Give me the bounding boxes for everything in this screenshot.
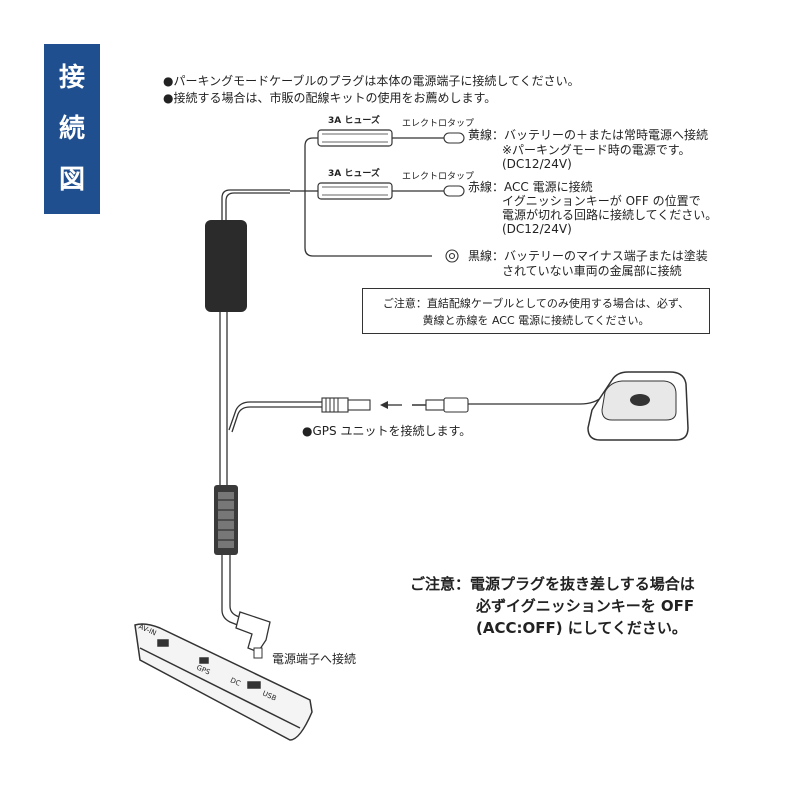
electro-tap-yellow bbox=[443, 132, 465, 144]
tap-label: エレクトロタップ bbox=[402, 119, 475, 129]
section-tab-char: 図 bbox=[58, 165, 85, 196]
red-wire-voltage: (DC12/24V) bbox=[502, 222, 572, 236]
dashcam-body bbox=[134, 623, 313, 741]
main-cable-top bbox=[221, 189, 290, 222]
gps-cable bbox=[228, 401, 322, 431]
gps-label: ●GPS ユニットを接続します。 bbox=[302, 424, 472, 438]
direct-wiring-note: ご注意：直結配線ケーブルとしてのみ使用する場合は、必ず、 黄線と赤線を ACC … bbox=[362, 288, 710, 334]
section-tab-char: 接 bbox=[58, 62, 85, 93]
yellow-wire-note: ※パーキングモード時の電源です。 bbox=[502, 143, 691, 157]
lower-cable bbox=[221, 555, 241, 627]
fuse-red bbox=[317, 182, 393, 200]
section-tab-char: 続 bbox=[58, 113, 85, 144]
warning-line: 必ずイグニッションキーを OFF bbox=[476, 597, 695, 615]
note-line: ご注意：直結配線ケーブルとしてのみ使用する場合は、必ず、 bbox=[382, 297, 690, 310]
black-wire-label: 黒線：バッテリーのマイナス端子または塗装 bbox=[468, 249, 708, 263]
gps-unit-cable bbox=[468, 395, 604, 405]
power-terminal-label: 電源端子へ接続 bbox=[272, 652, 357, 666]
power-control-box bbox=[205, 220, 247, 312]
warning-line: (ACC:OFF) にしてください。 bbox=[476, 619, 687, 637]
electro-tap-red bbox=[443, 185, 465, 197]
fuse-label: 3A ヒューズ bbox=[328, 116, 380, 126]
red-wire-note: イグニッションキーが OFF の位置で bbox=[502, 194, 701, 208]
warning-line: ご注意：電源プラグを抜き差しする場合は bbox=[410, 575, 695, 593]
section-tab: 接 続 図 bbox=[44, 44, 100, 214]
intro-line: ●接続する場合は、市販の配線キットの使用をお薦めします。 bbox=[163, 91, 497, 105]
fuse-yellow bbox=[317, 129, 393, 147]
yellow-wire-label: 黄線：バッテリーの＋または常時電源へ接続 bbox=[468, 128, 709, 142]
insert-arrow-icon bbox=[380, 401, 402, 409]
gps-plug bbox=[412, 397, 469, 413]
intro-line: ●パーキングモードケーブルのプラグは本体の電源端子に接続してください。 bbox=[163, 74, 580, 88]
red-wire-note: 電源が切れる回路に接続してください。 bbox=[502, 208, 718, 222]
note-line: 黄線と赤線を ACC 電源に接続してください。 bbox=[422, 314, 650, 328]
l-shaped-plug bbox=[235, 611, 271, 659]
gps-unit bbox=[587, 371, 689, 441]
black-wire bbox=[304, 191, 432, 257]
cable-connector bbox=[214, 485, 238, 555]
yellow-wire-voltage: (DC12/24V) bbox=[502, 157, 572, 171]
fuse-label: 3A ヒューズ bbox=[328, 169, 380, 179]
tap-label: エレクトロタップ bbox=[402, 172, 475, 182]
yellow-wire bbox=[304, 137, 318, 191]
gps-jack bbox=[321, 397, 371, 413]
black-wire-note: されていない車両の金属部に接続 bbox=[502, 264, 682, 278]
red-wire-label: 赤線：ACC 電源に接続 bbox=[468, 180, 593, 194]
